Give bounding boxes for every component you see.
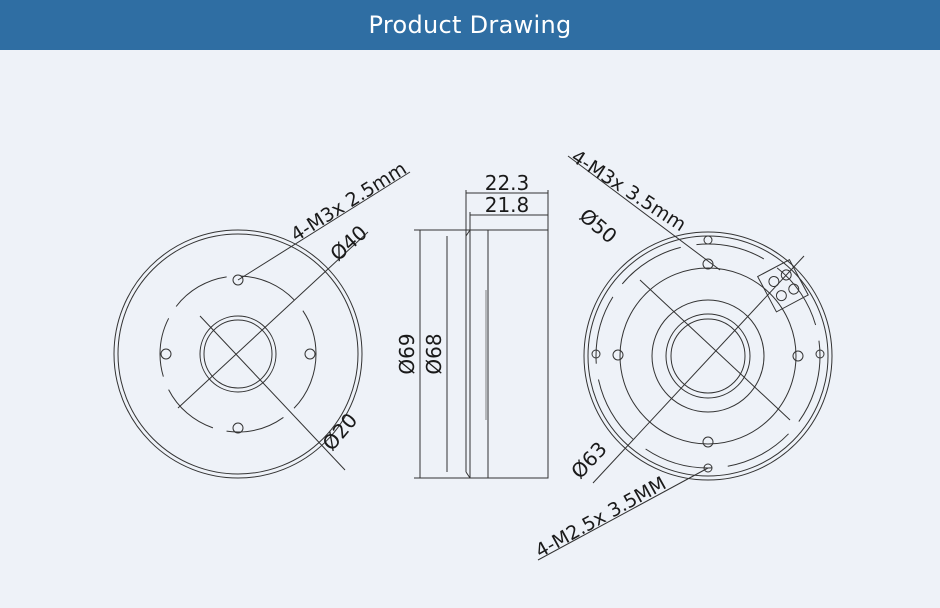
side-flange-bottom xyxy=(465,471,471,479)
left-center-bore xyxy=(199,315,277,393)
left-d40-label: Ø40 xyxy=(325,220,372,265)
right-d63-leader xyxy=(592,255,805,484)
connector-pin-2 xyxy=(780,269,792,281)
side-flange-top xyxy=(465,229,471,237)
right-inner-ring xyxy=(651,299,765,413)
left-outer-inner-circle xyxy=(117,233,359,475)
page-title: Product Drawing xyxy=(368,11,572,39)
right-outer-inner-circle xyxy=(587,235,829,477)
side-view xyxy=(414,190,549,479)
right-view xyxy=(537,155,833,561)
left-hole-right xyxy=(304,348,316,360)
right-hole-bottom xyxy=(702,436,714,448)
left-thread-leader xyxy=(237,171,411,281)
right-thread-top-leader xyxy=(567,155,721,271)
header-bar: Product Drawing xyxy=(0,0,940,50)
side-body xyxy=(469,229,549,479)
left-hole-left xyxy=(160,348,172,360)
right-hole-top xyxy=(702,258,714,270)
right-outer-hole-top xyxy=(703,235,713,245)
right-d50-leader xyxy=(639,279,791,421)
left-hole-top xyxy=(232,274,244,286)
left-bolt-circle xyxy=(159,275,317,433)
connector-pin-3 xyxy=(775,290,787,302)
connector-pin-1 xyxy=(768,276,780,288)
right-center-bore-inner xyxy=(670,318,746,394)
right-d50-label: Ø50 xyxy=(575,203,622,248)
left-center-bore-inner xyxy=(203,319,273,389)
right-outer-hole-bottom xyxy=(703,463,713,473)
side-width-218-label: 21.8 xyxy=(485,193,530,217)
right-hole-left xyxy=(612,349,624,361)
side-height-68-label: Ø68 xyxy=(422,333,446,374)
left-outer-circle xyxy=(113,229,363,479)
right-d63-label: Ø63 xyxy=(566,437,612,484)
side-height-69-label: Ø69 xyxy=(395,333,419,374)
right-thread-bottom-label: 4-M2.5x 3.5MM xyxy=(532,472,670,562)
right-outer-bolt-circle xyxy=(595,243,821,469)
left-hole-bottom xyxy=(232,422,244,434)
right-center-bore xyxy=(665,313,751,399)
connector-pin-4 xyxy=(788,283,800,295)
right-outer-circle xyxy=(583,231,833,481)
right-hole-right xyxy=(792,350,804,362)
product-drawing: 4-M3x 2.5mm Ø40 Ø20 22.3 21.8 Ø69 Ø68 xyxy=(113,146,833,562)
right-outer-hole-right xyxy=(815,349,825,359)
right-outer-hole-left xyxy=(591,349,601,359)
side-width-223-label: 22.3 xyxy=(485,171,530,195)
right-thread-bottom-leader xyxy=(537,467,709,561)
left-d20-leader xyxy=(199,315,346,471)
right-mid-circle xyxy=(619,267,797,445)
left-d40-leader xyxy=(177,231,369,409)
left-view xyxy=(113,171,411,479)
connector-housing xyxy=(756,258,809,313)
connector-block xyxy=(756,258,809,313)
